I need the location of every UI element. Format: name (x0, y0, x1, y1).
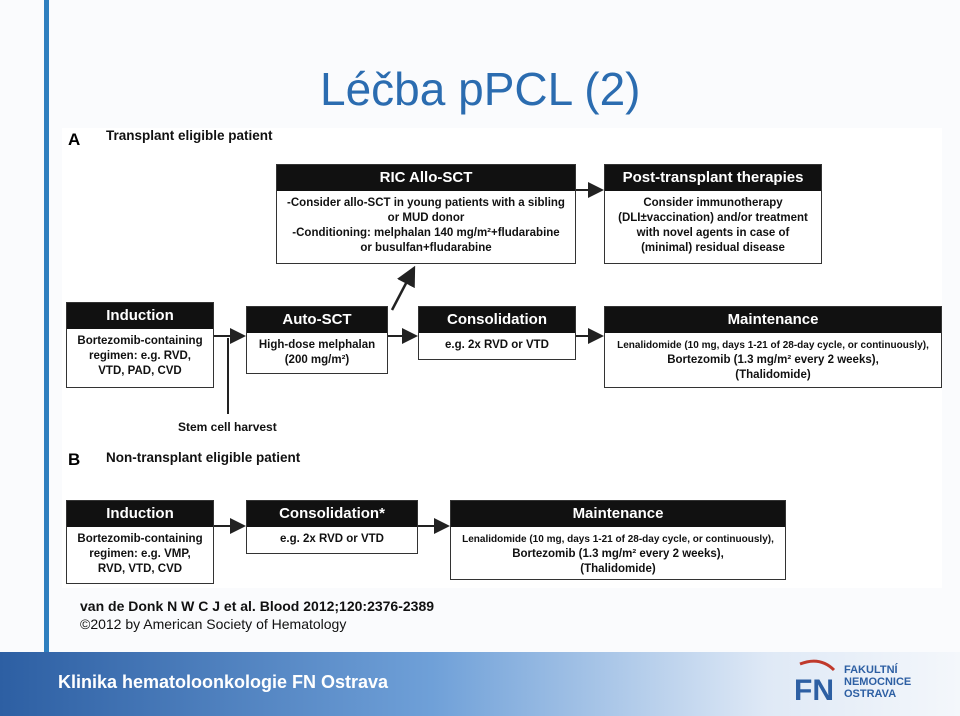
box-b-consolidation: Consolidation* e.g. 2x RVD or VTD (246, 500, 418, 554)
box-title: Induction (67, 303, 213, 329)
box-line: (Thalidomide) (580, 563, 656, 575)
box-title: Consolidation* (247, 501, 417, 527)
accent-bar (44, 0, 49, 652)
footer-bar: Klinika hematoloonkologie FN Ostrava FN … (0, 652, 960, 716)
box-body: e.g. 2x RVD or VTD (419, 333, 575, 358)
box-a-consolidation: Consolidation e.g. 2x RVD or VTD (418, 306, 576, 360)
box-line: (minimal) residual disease (641, 242, 785, 254)
panel-a-heading: Transplant eligible patient (106, 128, 273, 143)
box-line: Bortezomib-containing (77, 335, 203, 347)
panel-b-heading: Non-transplant eligible patient (106, 450, 301, 465)
box-body: Bortezomib-containing regimen: e.g. RVD,… (67, 329, 213, 384)
box-ric-allo-sct: RIC Allo-SCT -Consider allo-SCT in young… (276, 164, 576, 264)
stem-cell-harvest-label: Stem cell harvest (178, 420, 277, 434)
box-title: RIC Allo-SCT (277, 165, 575, 191)
box-body: -Consider allo-SCT in young patients wit… (277, 191, 575, 261)
box-line: RVD, VTD, CVD (97, 563, 183, 575)
logo-text: FAKULTNÍ NEMOCNICE OSTRAVA (844, 664, 911, 700)
panel-a-letter: A (68, 130, 81, 149)
box-line: (DLI±vaccination) and/or treatment (618, 212, 808, 224)
box-line: Bortezomib-containing (77, 533, 203, 545)
box-title: Auto-SCT (247, 307, 387, 333)
citation: van de Donk N W C J et al. Blood 2012;12… (80, 598, 435, 614)
box-title: Maintenance (451, 501, 785, 527)
treatment-flow-diagram: A Transplant eligible patient RIC Allo-S… (62, 128, 942, 588)
box-title: Consolidation (419, 307, 575, 333)
box-line: or busulfan+fludarabine (360, 242, 492, 254)
box-post-transplant: Post-transplant therapies Consider immun… (604, 164, 822, 264)
footer-text: Klinika hematoloonkologie FN Ostrava (58, 672, 389, 692)
box-line: -Consider allo-SCT in young patients wit… (287, 197, 565, 209)
fno-logo: FN FAKULTNÍ NEMOCNICE OSTRAVA (790, 656, 950, 712)
box-body: e.g. 2x RVD or VTD (247, 527, 417, 552)
box-auto-sct: Auto-SCT High-dose melphalan (200 mg/m²) (246, 306, 388, 374)
box-body: High-dose melphalan (200 mg/m²) (247, 333, 387, 373)
logo-mark: FN (794, 674, 834, 707)
box-title: Post-transplant therapies (605, 165, 821, 191)
fno-logo-icon: FN (794, 659, 836, 707)
box-title: Induction (67, 501, 213, 527)
box-a-induction: Induction Bortezomib-containing regimen:… (66, 302, 214, 388)
box-b-maintenance: Maintenance Lenalidomide (10 mg, days 1-… (450, 500, 786, 580)
box-line: regimen: e.g. VMP, (89, 548, 191, 560)
box-line: or MUD donor (387, 212, 465, 224)
box-line: VTD, PAD, CVD (98, 365, 182, 377)
box-line: e.g. 2x RVD or VTD (445, 339, 549, 351)
logo-line: NEMOCNICE (844, 676, 912, 688)
box-title: Maintenance (605, 307, 941, 333)
arrow-up-to-ric (390, 265, 416, 311)
box-line: Bortezomib (1.3 mg/m² every 2 weeks), (512, 548, 724, 560)
box-line: -Conditioning: melphalan 140 mg/m²+fluda… (292, 227, 560, 239)
flow-arrows (214, 182, 604, 534)
box-line: Lenalidomide (10 mg, days 1-21 of 28-day… (617, 340, 929, 351)
box-line: Bortezomib (1.3 mg/m² every 2 weeks), (667, 354, 879, 366)
slide-title: Léčba pPCL (2) (320, 63, 641, 115)
box-body: Consider immunotherapy (DLI±vaccination)… (605, 191, 821, 261)
box-line: Consider immunotherapy (643, 197, 783, 209)
box-line: Lenalidomide (10 mg, days 1-21 of 28-day… (462, 534, 774, 545)
box-b-induction: Induction Bortezomib-containing regimen:… (66, 500, 214, 584)
box-line: e.g. 2x RVD or VTD (280, 533, 384, 545)
copyright: ©2012 by American Society of Hematology (80, 616, 347, 632)
box-body: Bortezomib-containing regimen: e.g. VMP,… (67, 527, 213, 582)
box-line: regimen: e.g. RVD, (88, 350, 192, 362)
logo-line: FAKULTNÍ (844, 664, 898, 676)
logo-line: OSTRAVA (844, 688, 897, 700)
box-line: (200 mg/m²) (284, 354, 350, 366)
box-line: with novel agents in case of (636, 227, 790, 239)
box-line: High-dose melphalan (258, 339, 376, 351)
box-line: (Thalidomide) (735, 369, 811, 381)
box-body: Lenalidomide (10 mg, days 1-21 of 28-day… (451, 527, 785, 582)
panel-b-letter: B (68, 450, 81, 469)
box-a-maintenance: Maintenance Lenalidomide (10 mg, days 1-… (604, 306, 942, 388)
box-body: Lenalidomide (10 mg, days 1-21 of 28-day… (605, 333, 941, 388)
